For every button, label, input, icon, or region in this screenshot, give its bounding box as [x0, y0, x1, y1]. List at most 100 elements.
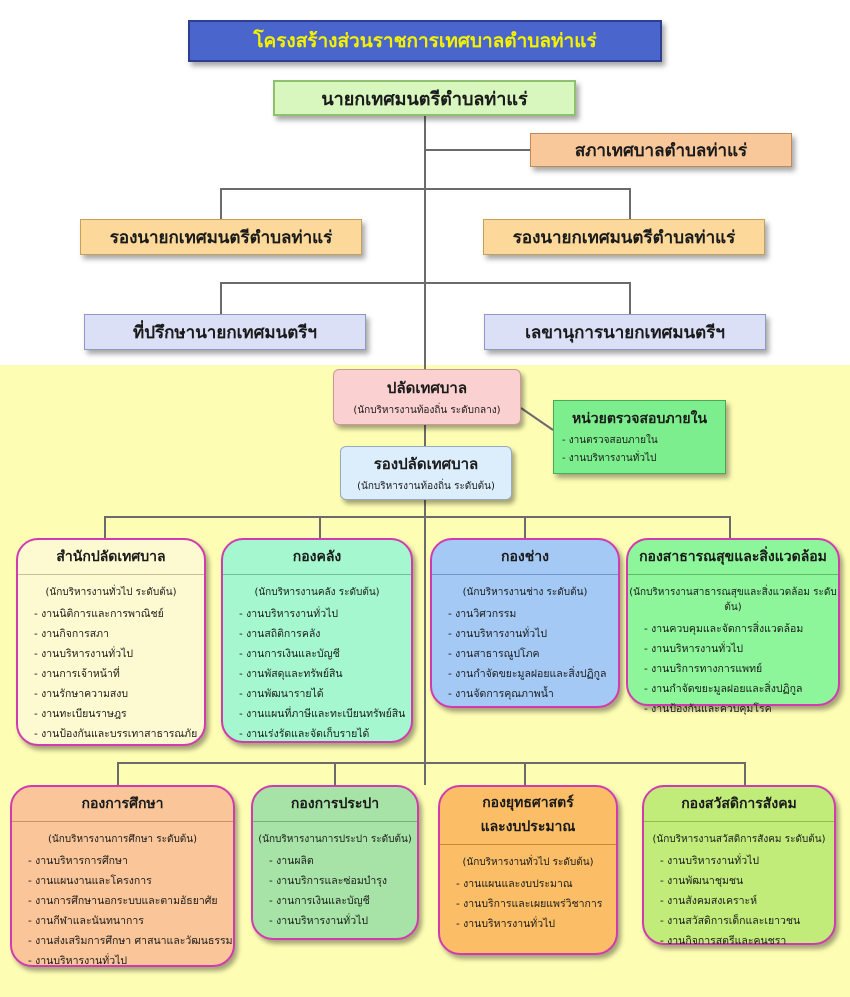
department-task-list: งานบริหารการศึกษางานแผนงานและโครงการงานก…: [12, 851, 233, 971]
department-title-line: กองคลัง: [292, 549, 342, 565]
row2-department-3: กองสวัสดิการสังคม (นักบริหารงานสวัสดิการส…: [642, 785, 836, 947]
department-task-item: งานการเงินและบัญชี: [239, 644, 411, 664]
department-task-item: งานแผนที่ภาษีและทะเบียนทรัพย์สิน: [239, 704, 411, 724]
department-task-list: งานควบคุมและจัดการสิ่งแวดล้อมงานบริหารงา…: [628, 619, 838, 719]
clerk-subtitle: (นักบริหารงานท้องถิ่น ระดับกลาง): [353, 405, 501, 416]
department-task-list: งานแผนและงบประมาณงานบริการและเผยแพร่วิชา…: [440, 874, 616, 934]
deputy-clerk-subtitle: (นักบริหารงานท้องถิ่น ระดับต้น): [357, 481, 495, 492]
department-task-list: งานบริหารงานทั่วไปงานพัฒนาชุมชนงานสังคมส…: [644, 851, 834, 951]
department-task-item: งานส่งเสริมการศึกษา ศาสนาและวัฒนธรรม: [28, 931, 233, 951]
department-task-item: งานบริหารงานทั่วไป: [239, 604, 411, 624]
department-subtitle: (นักบริหารงานคลัง ระดับต้น): [254, 587, 380, 598]
row1-department-1: กองคลัง (นักบริหารงานคลัง ระดับต้น) งานบริ…: [221, 538, 413, 743]
deputy-clerk-title: รองปลัดเทศบาล: [373, 455, 479, 473]
department-task-item: งานสถิติการคลัง: [239, 624, 411, 644]
department-task-item: งานบริหารการศึกษา: [28, 851, 233, 871]
department-task-item: งานการศึกษานอกระบบและตามอัธยาศัย: [28, 891, 233, 911]
department-title: กองสวัสดิการสังคม: [644, 787, 834, 822]
department-title-line: กองยุทธศาสตร์: [482, 795, 574, 811]
row1-department-3: กองสาธารณสุขและสิ่งแวดล้อม (นักบริหารงานส…: [626, 538, 840, 715]
department-title: กองช่าง: [432, 540, 618, 575]
department-task-item: งานกำจัดขยะมูลฝอยและสิ่งปฏิกูล: [448, 664, 618, 684]
mayor-box: นายกเทศมนตรีตำบลท่าแร่: [273, 80, 576, 116]
department-task-item: งานพัฒนาชุมชน: [660, 871, 834, 891]
row1-department-0: สำนักปลัดเทศบาล (นักบริหารงานทั่วไป ระดับ…: [16, 538, 206, 746]
department-subtitle: (นักบริหารงานทั่วไป ระดับต้น): [45, 587, 177, 598]
department-title: กองคลัง: [223, 540, 411, 575]
department-subtitle: (นักบริหารงานสวัสดิการสังคม ระดับต้น): [652, 834, 826, 845]
department-task-item: งานบริหารงานทั่วไป: [28, 951, 233, 971]
department-task-item: งานสังคมสงเคราะห์: [660, 891, 834, 911]
department-title-line: กองการประปา: [290, 796, 380, 812]
department-task-item: งานการเจ้าหน้าที่: [34, 664, 204, 684]
department-task-list: งานผลิตงานบริการและซ่อมบำรุงงานการเงินแล…: [253, 851, 417, 931]
department-subtitle: (นักบริหารงานการประปา ระดับต้น): [258, 834, 412, 845]
department-title-line: และงบประมาณ: [480, 819, 576, 835]
department-task-item: งานเร่งรัดและจัดเก็บรายได้: [239, 724, 411, 744]
department-task-item: งานบริการและซ่อมบำรุง: [269, 871, 417, 891]
department-title: กองยุทธศาสตร์และงบประมาณ: [440, 787, 616, 845]
row1-department-2: กองช่าง (นักบริหารงานช่าง ระดับต้น) งานวิศ…: [430, 538, 620, 708]
department-task-item: งานบริหารงานทั่วไป: [448, 624, 618, 644]
department-subtitle: (นักบริหารงานทั่วไป ระดับต้น): [462, 857, 594, 868]
clerk-box: ปลัดเทศบาล (นักบริหารงานท้องถิ่น ระดับกล…: [333, 369, 521, 425]
department-task-item: งานนิติการและการพาณิชย์: [34, 604, 204, 624]
advisor-box: ที่ปรึกษานายกเทศมนตรีฯ: [84, 314, 366, 350]
department-task-item: งานกำจัดขยะมูลฝอยและสิ่งปฏิกูล: [644, 679, 838, 699]
department-task-item: งานกิจการสตรีและคนชรา: [660, 931, 834, 951]
department-title: กองการประปา: [253, 787, 417, 822]
department-subtitle: (นักบริหารงานการศึกษา ระดับต้น): [47, 834, 198, 845]
department-task-item: งานบริการและเผยแพร่วิชาการ: [456, 894, 616, 914]
department-title-line: สำนักปลัดเทศบาล: [56, 549, 166, 565]
row2-department-0: กองการศึกษา (นักบริหารงานการศึกษา ระดับต้…: [10, 785, 235, 967]
department-task-item: งานการเงินและบัญชี: [269, 891, 417, 911]
department-task-item: งานป้องกันและบรรเทาสาธารณภัย: [34, 724, 204, 744]
department-task-item: งานพัสดุและทรัพย์สิน: [239, 664, 411, 684]
audit-item: - งานตรวจสอบภายใน: [562, 435, 658, 446]
clerk-title: ปลัดเทศบาล: [386, 379, 468, 397]
department-task-item: งานบริหารงานทั่วไป: [644, 639, 838, 659]
department-task-item: งานควบคุมและจัดการสิ่งแวดล้อม: [644, 619, 838, 639]
department-title-line: กองสวัสดิการสังคม: [681, 796, 797, 812]
department-task-item: งานกิจการสภา: [34, 624, 204, 644]
row2-department-2: กองยุทธศาสตร์และงบประมาณ (นักบริหารงานทั่…: [438, 785, 618, 955]
audit-item: - งานบริหารงานทั่วไป: [562, 453, 657, 464]
department-subtitle: (นักบริหารงานสาธารณสุขและสิ่งแวดล้อม ระด…: [629, 587, 837, 613]
department-task-item: งานผลิต: [269, 851, 417, 871]
deputy-mayor-left: รองนายกเทศมนตรีตำบลท่าแร่: [80, 219, 362, 255]
department-task-item: งานรักษาความสงบ: [34, 684, 204, 704]
department-task-item: งานพัฒนารายได้: [239, 684, 411, 704]
department-task-item: งานสาธารณูปโภค: [448, 644, 618, 664]
department-task-list: งานนิติการและการพาณิชย์งานกิจการสภางานบร…: [18, 604, 204, 744]
department-title-line: กองช่าง: [501, 549, 549, 565]
department-task-list: งานบริหารงานทั่วไปงานสถิติการคลังงานการเ…: [223, 604, 411, 744]
deputy-mayor-right: รองนายกเทศมนตรีตำบลท่าแร่: [483, 219, 765, 255]
secretary-box: เลขานุการนายกเทศมนตรีฯ: [484, 314, 766, 350]
internal-audit-box: หน่วยตรวจสอบภายใน - งานตรวจสอบภายใน - งา…: [553, 400, 726, 474]
department-task-item: งานบริหารงานทั่วไป: [269, 911, 417, 931]
department-task-item: งานสวัสดิการเด็กและเยาวชน: [660, 911, 834, 931]
department-subtitle: (นักบริหารงานช่าง ระดับต้น): [462, 587, 588, 598]
department-title: กองการศึกษา: [12, 787, 233, 822]
council-box: สภาเทศบาลตำบลท่าแร่: [530, 133, 792, 167]
department-task-list: งานวิศวกรรมงานบริหารงานทั่วไปงานสาธารณูป…: [432, 604, 618, 704]
department-task-item: งานบริหารงานทั่วไป: [34, 644, 204, 664]
department-task-item: งานบริการทางการแพทย์: [644, 659, 838, 679]
department-task-item: งานบริหารงานทั่วไป: [456, 914, 616, 934]
department-task-item: งานแผนงานและโครงการ: [28, 871, 233, 891]
department-task-item: งานกีฬาและนันทนาการ: [28, 911, 233, 931]
department-title: สำนักปลัดเทศบาล: [18, 540, 204, 575]
deputy-clerk-box: รองปลัดเทศบาล (นักบริหารงานท้องถิ่น ระดั…: [340, 446, 512, 500]
page-title: โครงสร้างส่วนราชการเทศบาลตำบลท่าแร่: [188, 20, 662, 62]
department-task-item: งานบริหารงานทั่วไป: [660, 851, 834, 871]
row2-department-1: กองการประปา (นักบริหารงานการประปา ระดับต้…: [251, 785, 419, 940]
department-task-item: งานวิศวกรรม: [448, 604, 618, 624]
department-task-item: งานจัดการคุณภาพน้ำ: [448, 684, 618, 704]
department-task-item: งานแผนและงบประมาณ: [456, 874, 616, 894]
department-title-line: กองสาธารณสุขและสิ่งแวดล้อม: [639, 549, 827, 565]
department-task-item: งานทะเบียนราษฎร: [34, 704, 204, 724]
department-title-line: กองการศึกษา: [81, 796, 164, 812]
department-title: กองสาธารณสุขและสิ่งแวดล้อม: [628, 540, 838, 575]
audit-title: หน่วยตรวจสอบภายใน: [571, 411, 708, 427]
